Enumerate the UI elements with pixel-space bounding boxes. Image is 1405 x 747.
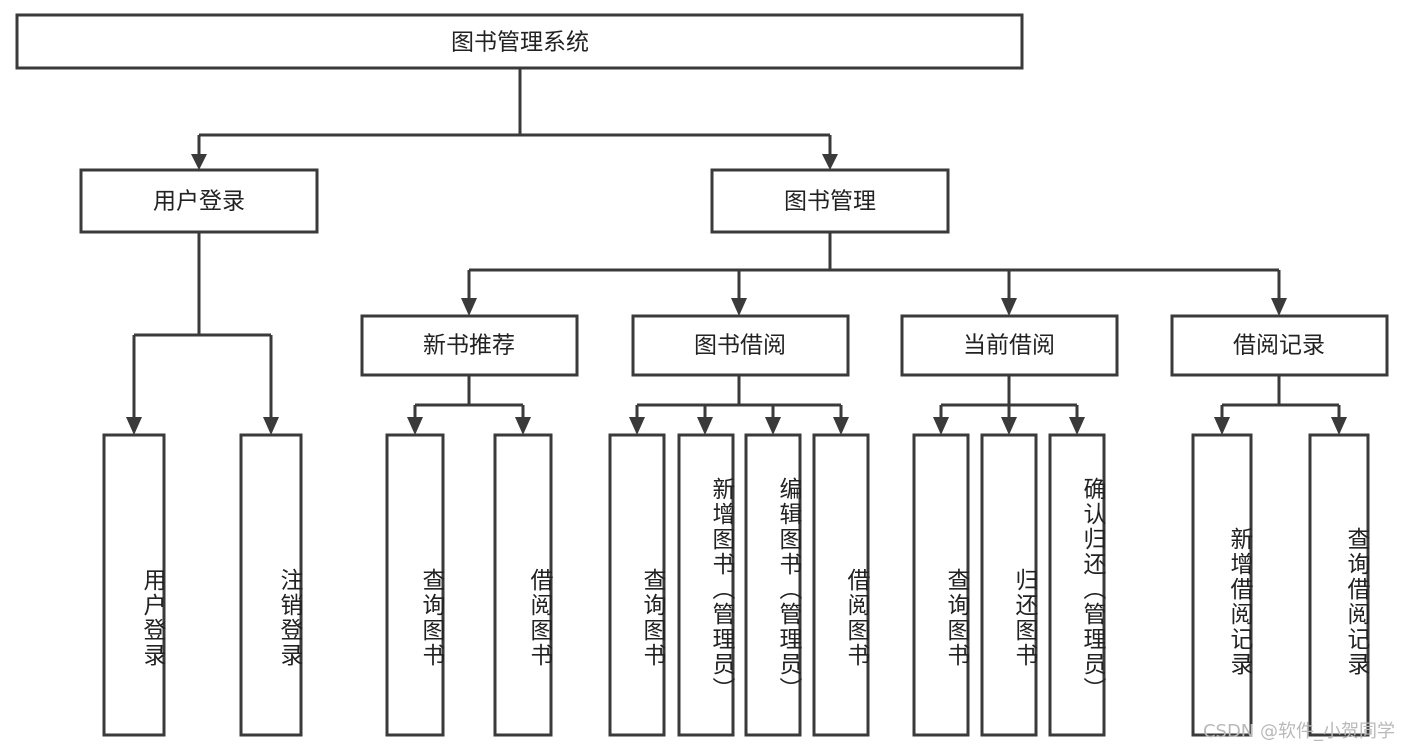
- leaf-box-book-borrow-3[interactable]: [744, 433, 802, 737]
- arrow-borrow-leaf-4: [833, 417, 849, 435]
- node-box-book-manage[interactable]: [710, 168, 950, 234]
- label-book-borrow: 图书借阅: [694, 333, 786, 359]
- arrow-borrow-leaf-3: [765, 417, 781, 435]
- node-box-user-login[interactable]: [79, 168, 319, 234]
- arrow-current-leaf-1: [933, 417, 949, 435]
- leaf-box-current-borrow-2[interactable]: [980, 433, 1038, 737]
- label-root: 图书管理系统: [451, 30, 589, 56]
- connector-layer: [126, 68, 1347, 435]
- node-box-root[interactable]: [15, 13, 1024, 70]
- leaf-box-new-book-2[interactable]: [493, 433, 553, 737]
- label-new-book-recommend: 新书推荐: [423, 333, 515, 359]
- arrow-record-leaf-1: [1214, 417, 1230, 435]
- arrow-bookmanage-to-new-book: [461, 298, 477, 316]
- node-layer: [15, 13, 1389, 737]
- node-box-borrow-record[interactable]: [1170, 314, 1389, 377]
- leaf-box-borrow-record-2[interactable]: [1308, 433, 1370, 737]
- node-box-book-borrow[interactable]: [631, 314, 850, 377]
- arrow-userlogin-leaf-2: [263, 417, 279, 435]
- leaf-box-current-borrow-1[interactable]: [912, 433, 970, 737]
- label-current-borrow: 当前借阅: [963, 333, 1055, 359]
- arrow-root-to-book-manage: [822, 154, 838, 170]
- arrow-bookmanage-to-record: [1271, 298, 1287, 316]
- label-borrow-record: 借阅记录: [1233, 333, 1325, 359]
- leaf-box-borrow-record-1[interactable]: [1191, 433, 1253, 737]
- leaf-box-user-login-1[interactable]: [102, 433, 166, 737]
- leaf-box-new-book-1[interactable]: [385, 433, 445, 737]
- node-box-new-book-recommend[interactable]: [360, 314, 579, 377]
- arrow-userlogin-leaf-1: [126, 417, 142, 435]
- leaf-box-book-borrow-4[interactable]: [812, 433, 870, 737]
- leaf-box-book-borrow-2[interactable]: [677, 433, 735, 737]
- arrow-bookmanage-to-current: [1001, 298, 1017, 316]
- arrow-newbook-leaf-2: [515, 417, 531, 435]
- arrow-current-leaf-3: [1069, 417, 1085, 435]
- arrow-borrow-leaf-1: [629, 417, 645, 435]
- arrow-borrow-leaf-2: [697, 417, 713, 435]
- leaf-box-book-borrow-1[interactable]: [608, 433, 666, 737]
- leaf-box-user-login-2[interactable]: [239, 433, 303, 737]
- arrow-record-leaf-2: [1331, 417, 1347, 435]
- arrow-current-leaf-2: [1001, 417, 1017, 435]
- leaf-box-current-borrow-3[interactable]: [1048, 433, 1106, 737]
- node-box-current-borrow[interactable]: [900, 314, 1119, 377]
- arrow-root-to-user-login: [191, 154, 207, 170]
- label-user-login: 用户登录: [153, 189, 245, 215]
- arrow-newbook-leaf-1: [407, 417, 423, 435]
- arrow-bookmanage-to-borrow: [731, 298, 747, 316]
- label-layer-horizontal: 图书管理系统 用户登录 图书管理 新书推荐 图书借阅 当前借阅 借阅记录: [153, 30, 1325, 359]
- label-book-manage: 图书管理: [784, 189, 876, 215]
